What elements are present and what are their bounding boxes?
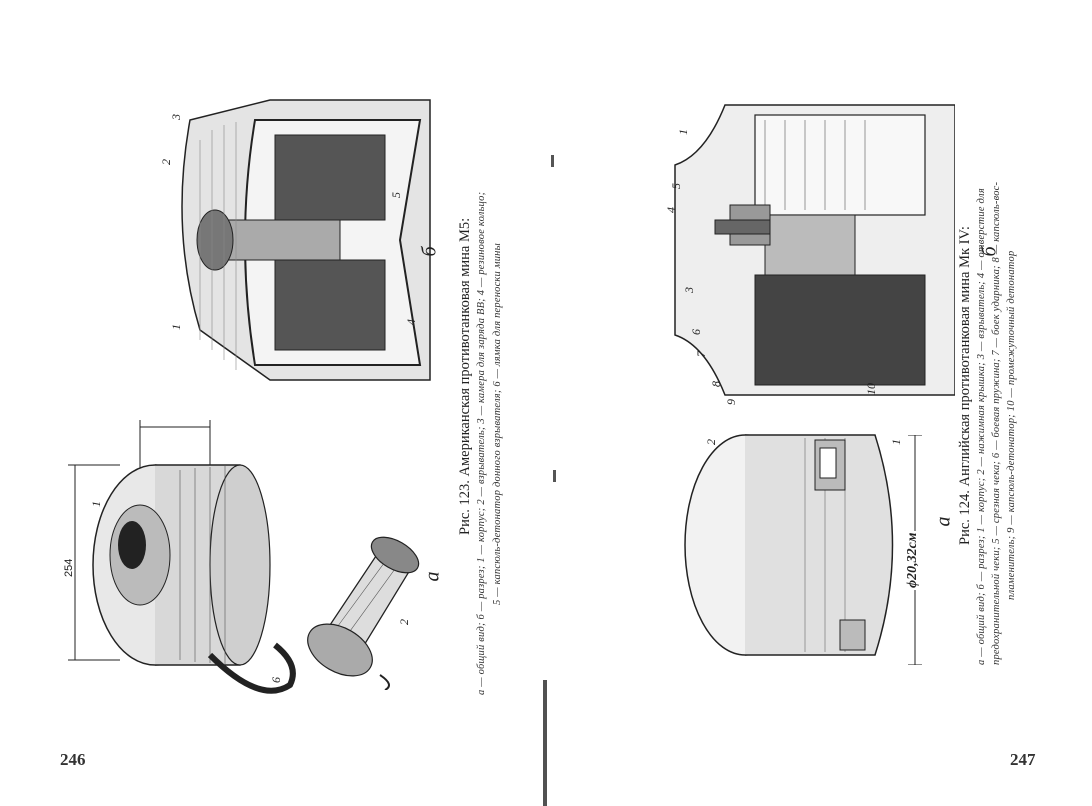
svg-text:2: 2 bbox=[397, 619, 411, 625]
fig123-caption-line1: а — общий вид; б — разрез; 1 — корпус; 2… bbox=[476, 191, 487, 695]
fig124-caption-line2: предохранительной чеки; 5 — срезная чека… bbox=[991, 181, 1002, 665]
fig124-general-view-drawing: 2 1 bbox=[684, 434, 903, 656]
svg-text:1: 1 bbox=[676, 129, 690, 135]
svg-text:6: 6 bbox=[269, 677, 283, 683]
svg-text:1: 1 bbox=[889, 439, 903, 445]
svg-text:5: 5 bbox=[669, 183, 683, 189]
right-page: 1 3 4 5 6 7 8 9 10 б 2 1 ϕ20,32см а Рис.… bbox=[545, 0, 1092, 806]
book-gutter-line bbox=[543, 680, 547, 806]
svg-text:10: 10 bbox=[864, 383, 878, 395]
svg-text:4: 4 bbox=[664, 207, 678, 213]
fig123-caption-line2: 5 — капсюль-детонатор донного взрывателя… bbox=[492, 243, 503, 605]
fig123-label-b: б bbox=[418, 246, 441, 257]
svg-text:6: 6 bbox=[689, 329, 703, 335]
left-page-number: 246 bbox=[60, 750, 86, 769]
fig123-label-a: а bbox=[421, 571, 444, 582]
svg-text:9: 9 bbox=[724, 399, 738, 405]
right-page-number: 247 bbox=[1010, 750, 1036, 769]
svg-text:4: 4 bbox=[404, 319, 418, 325]
svg-text:1: 1 bbox=[89, 501, 103, 507]
left-page: 254 1 6 2 а bbox=[0, 0, 545, 806]
svg-text:2: 2 bbox=[160, 159, 173, 165]
svg-text:2: 2 bbox=[704, 439, 718, 445]
gutter-mark bbox=[553, 470, 556, 482]
fig124-title: Рис. 124. Английская противотанковая мин… bbox=[957, 226, 973, 545]
fig123-title: Рис. 123. Американская противотанковая м… bbox=[457, 217, 473, 535]
fig124-label-a: а bbox=[932, 516, 955, 527]
svg-text:3: 3 bbox=[169, 114, 183, 121]
svg-text:3: 3 bbox=[682, 287, 696, 294]
svg-text:5: 5 bbox=[389, 192, 403, 198]
fig124-diameter-label: ϕ20,32см bbox=[905, 530, 921, 590]
fig124-section-drawing: 1 3 4 5 6 7 8 9 10 bbox=[664, 104, 955, 405]
fig124-caption-line3: пламенитель; 9 — капсюль-детонатор; 10 —… bbox=[1006, 250, 1017, 600]
svg-text:1: 1 bbox=[169, 324, 183, 330]
svg-text:7: 7 bbox=[694, 350, 708, 357]
gutter-mark bbox=[551, 155, 554, 167]
fig123-section-drawing: 1 2 3 4 5 bbox=[160, 99, 431, 381]
svg-text:8: 8 bbox=[709, 381, 723, 387]
dim-254-label: 254 bbox=[63, 559, 75, 577]
fig123-fuze-drawing: 2 bbox=[307, 536, 420, 690]
fig123-general-view-drawing: 254 1 6 bbox=[63, 420, 296, 694]
fig124-caption-line1: а — общий вид; б — разрез; 1 — корпус; 2… bbox=[976, 188, 987, 665]
